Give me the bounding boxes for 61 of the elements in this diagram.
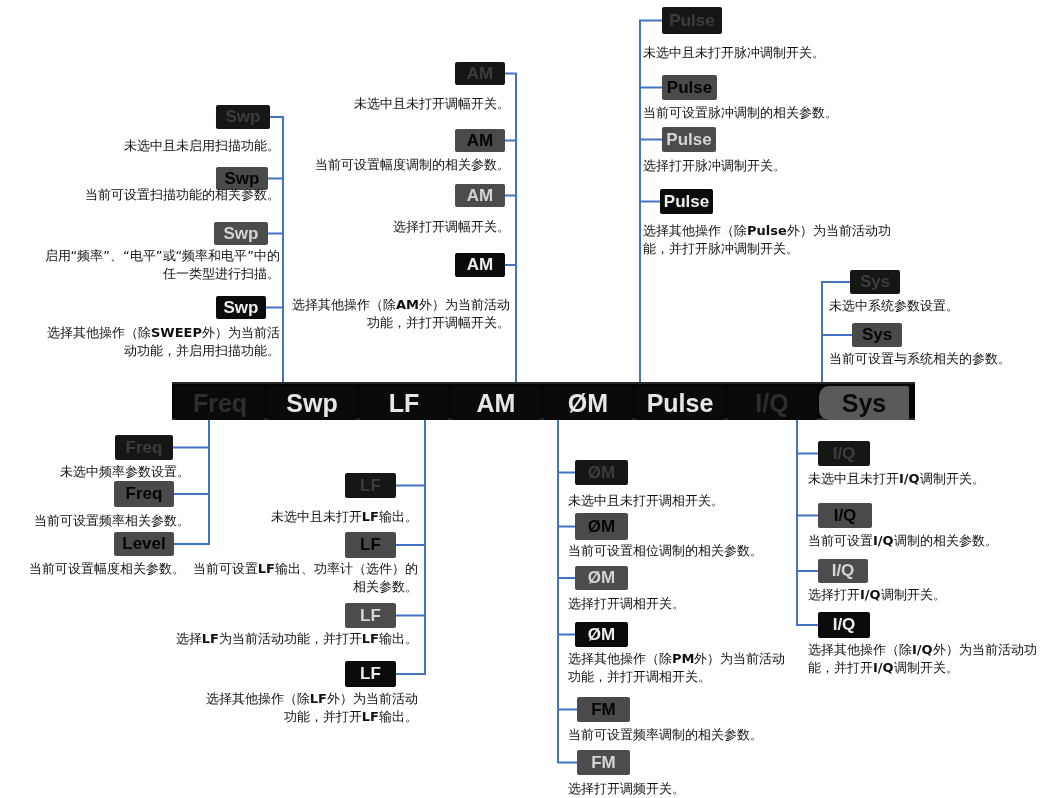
description-text: 选择其他操作（除SWEEP外）为当前活动功能，并启用扫描功能。 <box>46 324 280 360</box>
tab-state-button: Pulse <box>662 127 716 152</box>
tab-state-button: LF <box>345 532 396 558</box>
tab-state-button: LF <box>345 661 396 687</box>
description-text: 选择其他操作（除AM外）为当前活动功能，并打开调幅开关。 <box>292 296 510 332</box>
description-text: 未选中频率参数设置。 <box>59 463 190 481</box>
description-text: 当前可设置I/Q调制的相关参数。 <box>808 532 999 550</box>
tab-state-button: Sys <box>852 323 902 347</box>
description-text: 未选中且未打开脉冲调制开关。 <box>643 44 826 62</box>
description-text: 选择打开脉冲调制开关。 <box>643 157 787 175</box>
description-text: 启用“频率”、“电平”或“频率和电平”中的任一类型进行扫描。 <box>43 247 280 283</box>
description-text: 当前可设置幅度调制的相关参数。 <box>314 156 510 174</box>
tab-state-button: AM <box>455 184 505 207</box>
tab-state-button: ØM <box>575 622 628 647</box>
menu-tab: AM <box>451 386 541 420</box>
tab-state-button: Pulse <box>660 189 713 214</box>
tab-state-button: ØM <box>575 566 628 590</box>
description-text: 未选中且未打开调相开关。 <box>568 492 725 510</box>
menu-tab: LF <box>359 386 449 420</box>
tab-bar <box>172 382 915 420</box>
description-text: 当前可设置扫描功能的相关参数。 <box>84 187 280 204</box>
tab-state-button: I/Q <box>818 503 872 528</box>
tab-state-button: Level <box>114 532 174 556</box>
description-text: 选择LF为当前活动功能，并打开LF输出。 <box>174 630 418 648</box>
description-text: 选择其他操作（除I/Q外）为当前活动功能，并打开I/Q调制开关。 <box>808 641 1038 677</box>
description-text: 未选中且未打开LF输出。 <box>269 508 418 526</box>
description-text: 选择打开调频开关。 <box>568 780 686 798</box>
description-text: 选择其他操作（除PM外）为当前活动功能，并打开调相开关。 <box>568 650 787 686</box>
description-text: 未选中系统参数设置。 <box>829 297 960 315</box>
description-text: 选择打开调幅开关。 <box>392 218 510 236</box>
tab-state-button: Swp <box>216 296 266 319</box>
description-text: 当前可设置频率调制的相关参数。 <box>568 726 764 744</box>
description-text: 选择打开I/Q调制开关。 <box>808 586 947 604</box>
description-text: 当前可设置与系统相关的参数。 <box>829 350 1012 368</box>
description-text: 未选中且未启用扫描功能。 <box>123 137 280 155</box>
menu-tab: Sys <box>819 386 909 420</box>
menu-tab: Pulse <box>635 386 725 420</box>
tab-state-button: Swp <box>216 167 268 190</box>
tab-state-button: AM <box>455 253 505 277</box>
description-text: 当前可设置脉冲调制的相关参数。 <box>643 104 839 122</box>
tab-state-button: LF <box>345 603 396 628</box>
tab-state-button: FM <box>577 750 630 775</box>
tab-state-button: Freq <box>114 481 174 507</box>
tab-state-button: FM <box>577 697 630 722</box>
description-text: 选择其他操作（除LF外）为当前活动功能，并打开LF输出。 <box>205 690 418 726</box>
description-text: 未选中且未打开调幅开关。 <box>353 95 510 113</box>
description-text: 未选中且未打开I/Q调制开关。 <box>808 470 986 488</box>
tab-state-button: Swp <box>214 222 268 245</box>
tab-state-button: AM <box>455 129 505 152</box>
description-text: 当前可设置频率相关参数。 <box>33 512 190 530</box>
tab-state-button: ØM <box>575 513 628 540</box>
tab-state-button: I/Q <box>818 612 870 638</box>
tab-state-button: Pulse <box>662 75 717 100</box>
description-text: 当前可设置LF输出、功率计（选件）的相关参数。 <box>191 560 418 596</box>
description-text: 当前可设置相位调制的相关参数。 <box>568 542 764 560</box>
description-text: 选择打开调相开关。 <box>568 595 686 613</box>
description-text: 当前可设置幅度相关参数。 <box>28 560 185 578</box>
menu-tab: ØM <box>543 386 633 420</box>
description-text: 选择其他操作（除Pulse外）为当前活动功能，并打开脉冲调制开关。 <box>643 222 892 258</box>
tab-state-button: I/Q <box>818 559 868 583</box>
menu-tab: Swp <box>267 386 357 420</box>
